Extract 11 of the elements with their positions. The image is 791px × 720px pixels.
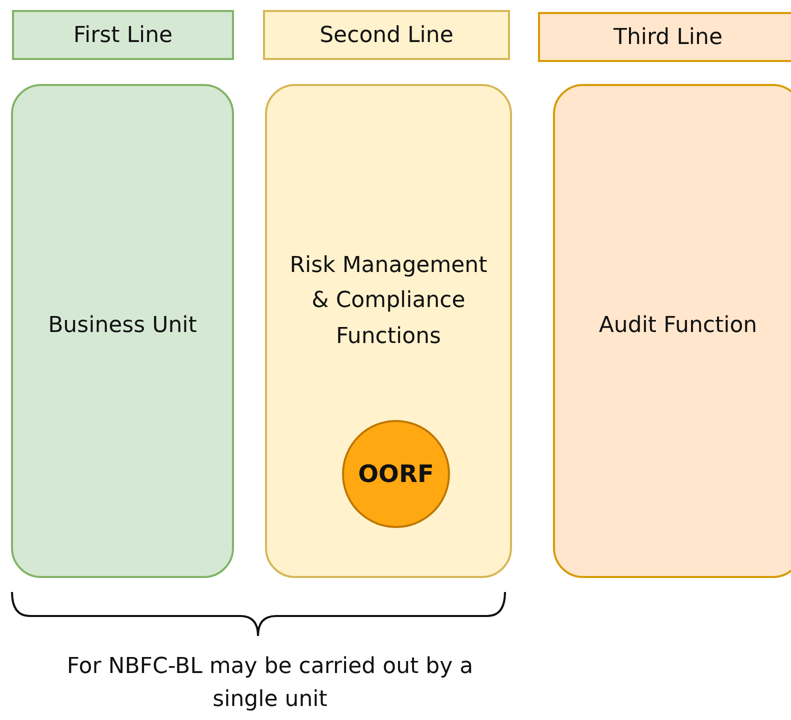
column-header: Second Line [263,10,510,60]
panel-label: Audit Function [598,312,758,340]
note-text: For NBFC-BL may be carried out by a single unit [66,653,474,714]
column-header: First Line [12,10,234,60]
function-circle: OORF [342,420,450,528]
unit-panel [553,84,791,578]
unit-panel [11,84,234,578]
unit-panel [265,84,512,578]
column-header: Third Line [538,12,791,62]
panel-label: Business Unit [47,312,198,340]
panel-label: Risk Management & Compliance Functions [288,252,488,351]
